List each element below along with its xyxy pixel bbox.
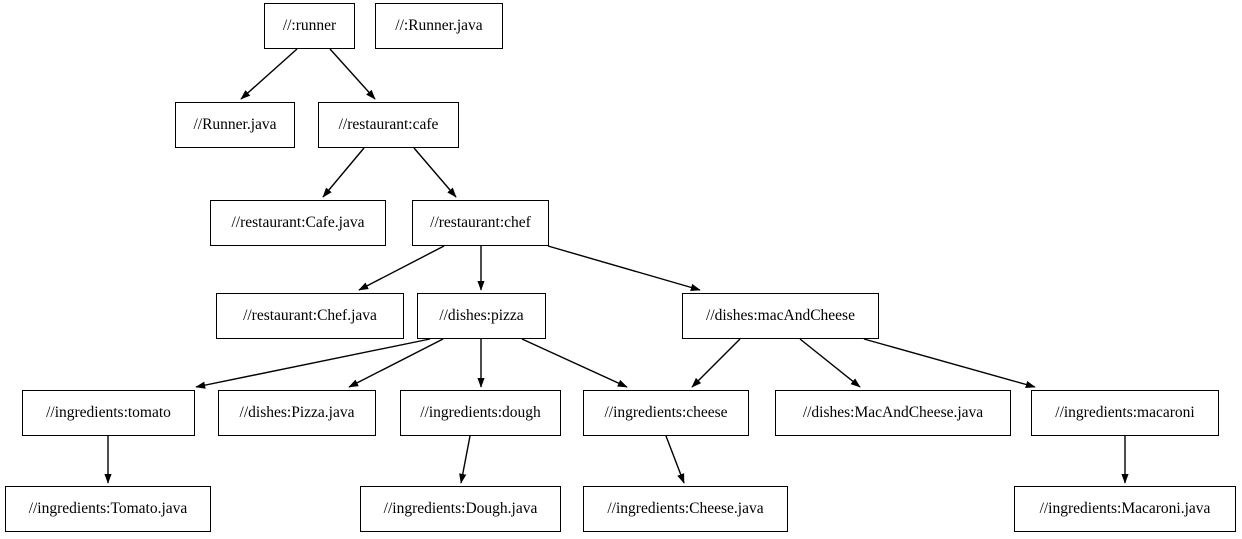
- graph-node-cafe[interactable]: //restaurant:cafe: [318, 102, 459, 148]
- graph-edge-pizza-to-tomato: [195, 338, 431, 389]
- graph-node-label: //restaurant:chef: [430, 214, 531, 232]
- graph-node-label: //dishes:macAndCheese: [706, 307, 855, 325]
- graph-edge-runner-to-cafe: [329, 48, 376, 100]
- graph-edge-cafe-to-chef: [413, 147, 457, 198]
- graph-edge-cafe-to-cafe_java: [322, 147, 365, 198]
- graph-node-tomato[interactable]: //ingredients:tomato: [22, 390, 195, 436]
- graph-node-label: //:runner: [282, 17, 337, 35]
- graph-node-tomato_java[interactable]: //ingredients:Tomato.java: [5, 486, 211, 532]
- graph-node-dough[interactable]: //ingredients:dough: [400, 390, 561, 436]
- graph-node-cheese[interactable]: //ingredients:cheese: [583, 390, 749, 436]
- graph-edge-cheese-to-cheese_java: [665, 435, 685, 484]
- graph-node-label: //ingredients:Tomato.java: [28, 500, 188, 518]
- graph-node-label: //dishes:MacAndCheese.java: [802, 404, 984, 422]
- graph-edge-macandcheese-to-macaroni: [863, 338, 1036, 389]
- graph-node-pizza[interactable]: //dishes:pizza: [417, 293, 546, 339]
- graph-node-cheese_java[interactable]: //ingredients:Cheese.java: [583, 486, 788, 532]
- graph-node-runner_java[interactable]: //Runner.java: [175, 102, 295, 148]
- graph-node-runner_java_root[interactable]: //:Runner.java: [375, 3, 503, 49]
- graph-node-cafe_java[interactable]: //restaurant:Cafe.java: [210, 200, 386, 246]
- graph-node-chef_java[interactable]: //restaurant:Chef.java: [216, 293, 404, 339]
- graph-node-label: //ingredients:macaroni: [1055, 404, 1195, 422]
- graph-node-label: //dishes:pizza: [439, 307, 524, 325]
- graph-node-label: //ingredients:dough: [420, 404, 541, 422]
- graph-node-pizza_java[interactable]: //dishes:Pizza.java: [218, 390, 376, 436]
- graph-node-label: //ingredients:cheese: [604, 404, 728, 422]
- graph-node-label: //dishes:Pizza.java: [239, 404, 355, 422]
- graph-node-label: //ingredients:tomato: [46, 404, 171, 422]
- graph-edge-dough-to-dough_java: [459, 435, 471, 484]
- graph-edge-pizza-to-pizza_java: [348, 338, 444, 388]
- graph-edge-chef-to-chef_java: [358, 245, 445, 291]
- graph-node-dough_java[interactable]: //ingredients:Dough.java: [360, 486, 561, 532]
- graph-edge-macandcheese-to-cheese: [691, 338, 741, 388]
- graph-edge-macandcheese-to-macandcheese_java: [799, 338, 861, 388]
- graph-node-label: //restaurant:Cafe.java: [231, 214, 365, 232]
- graph-edge-chef-to-macandcheese: [547, 245, 701, 291]
- graph-node-macaroni_java[interactable]: //ingredients:Macaroni.java: [1014, 486, 1236, 532]
- graph-node-macaroni[interactable]: //ingredients:macaroni: [1031, 390, 1219, 436]
- graph-node-macandcheese_java[interactable]: //dishes:MacAndCheese.java: [775, 390, 1011, 436]
- graph-node-label: //Runner.java: [193, 116, 277, 134]
- graph-node-chef[interactable]: //restaurant:chef: [412, 200, 549, 246]
- graph-node-label: //restaurant:cafe: [338, 116, 439, 134]
- graph-node-label: //restaurant:Chef.java: [243, 307, 377, 325]
- graph-edge-runner-to-runner_java: [240, 48, 298, 100]
- graph-node-label: //ingredients:Cheese.java: [607, 500, 764, 518]
- graph-node-label: //ingredients:Dough.java: [383, 500, 538, 518]
- graph-node-runner[interactable]: //:runner: [264, 3, 355, 49]
- graph-node-label: //ingredients:Macaroni.java: [1039, 500, 1211, 518]
- graph-edge-pizza-to-cheese: [521, 338, 628, 388]
- graph-node-label: //:Runner.java: [395, 17, 483, 35]
- graph-node-macandcheese[interactable]: //dishes:macAndCheese: [682, 293, 879, 339]
